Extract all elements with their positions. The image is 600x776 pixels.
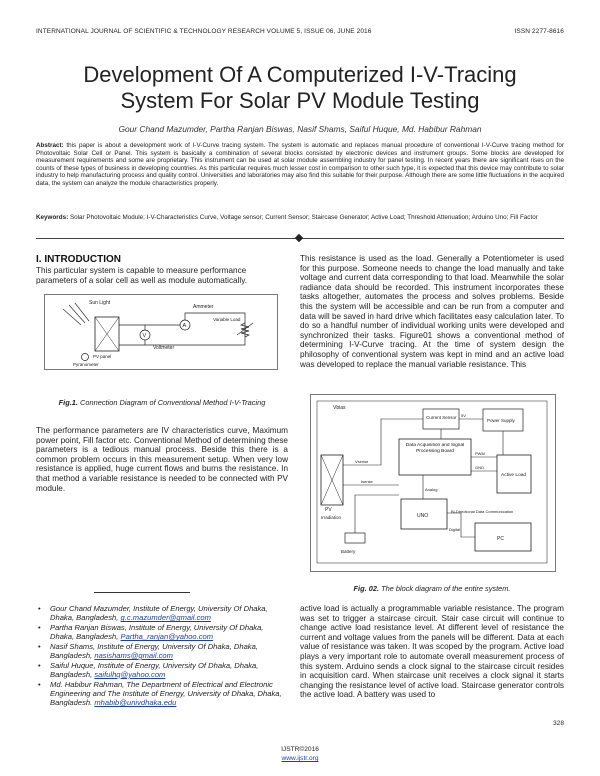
bullet-icon: • <box>38 604 41 613</box>
current-sensor-label: Current Sensor <box>426 415 457 420</box>
footnote-text: Gour Chand Mazumder, Institute of Energy… <box>50 604 268 623</box>
signal-label-4: GND <box>475 465 484 470</box>
title-line-1: Development Of A Computerized I-V-Tracin… <box>83 62 517 87</box>
signal-label-6: Analog <box>425 487 437 492</box>
paper-title: Development Of A Computerized I-V-Tracin… <box>30 62 570 114</box>
footnote-text: Saiful Huque, Institute of Energy, Unive… <box>50 660 259 679</box>
outer-label: Vbias <box>333 405 346 411</box>
keywords-label: Keywords: <box>36 214 69 221</box>
email-link[interactable]: Partha_ranjan@yahoo.com <box>120 632 214 642</box>
footnote-text: Md. Habibur Rahman, The Department of El… <box>50 679 282 708</box>
section-heading: I. INTRODUCTION <box>36 254 121 265</box>
figure-1-caption-label: Fig.1. <box>58 398 78 407</box>
authors-line: Gour Chand Mazumder, Partha Ranjan Biswa… <box>118 124 482 134</box>
figure-1-caption-text: Connection Diagram of Conventional Metho… <box>80 398 266 407</box>
footer-site: www.ijstr.org <box>0 755 600 762</box>
uno-label: UNO <box>417 513 428 519</box>
pv-label: PV <box>325 507 332 513</box>
bullet-icon: • <box>38 641 41 651</box>
sun-light-label: Sun Light <box>89 300 111 306</box>
signal-label-2: Isense <box>361 479 374 484</box>
intro-paragraph: This particular system is capable to mea… <box>36 266 247 285</box>
email-link[interactable]: mhabib@univdhaka.edu <box>94 698 177 708</box>
ammeter-symbol: A <box>183 323 187 329</box>
abstract-text: this paper is about a development work o… <box>36 142 565 187</box>
footnote-item: • Nasif Shams, Institute of Energy, Unive… <box>36 642 288 660</box>
voltmeter-symbol: V <box>143 333 147 339</box>
right-paragraph-2: active load is actually a programmable v… <box>300 604 564 700</box>
bullet-icon: • <box>38 679 41 689</box>
figure-2-caption-label: Fig. 02. <box>353 584 379 593</box>
signal-label-5: 5V <box>461 413 466 418</box>
figure-1-caption: Fig.1. Connection Diagram of Conventiona… <box>36 398 288 407</box>
footnote-text: Nasif Shams, Institute of Energy, Univer… <box>50 641 258 661</box>
email-link[interactable]: g.c.mazumder@gmail.com <box>120 613 211 623</box>
active-load-label: Active Load <box>501 472 526 478</box>
signal-label-7: Digital <box>449 527 460 532</box>
right-paragraph-1: This resistance is used as the load. Gen… <box>300 254 564 369</box>
bullet-icon: • <box>38 622 41 632</box>
author-footnotes: • Gour Chand Mazumder, Institute of Energ… <box>36 604 288 708</box>
page-number: 328 <box>552 720 564 727</box>
signal-label-3: PWM <box>475 451 485 456</box>
title-line-2: System For Solar PV Module Testing <box>120 88 480 113</box>
signal-label-1: Vsense <box>355 459 369 464</box>
abstract-label: Abstract: <box>36 142 64 149</box>
footer-code: IJSTR©2016 <box>281 746 319 753</box>
figure-2-svg: Vbias PV Irradiation Current Sensor Powe… <box>316 400 548 564</box>
email-link[interactable]: saifulhq@yahoo.com <box>94 669 166 679</box>
daq-label: Data Acquisition and Signal Processing B… <box>405 443 465 454</box>
irradiation-label: Irradiation <box>321 515 342 520</box>
pc-label: PC <box>497 536 504 542</box>
ammeter-label: Ammeter <box>193 304 214 310</box>
journal-header: INTERNATIONAL JOURNAL OF SCIENTIFIC & TE… <box>36 28 372 35</box>
variable-load-icon <box>239 322 251 338</box>
abstract: Abstract: this paper is about a developm… <box>36 142 564 188</box>
footnote-item: • Md. Habibur Rahman, The Department of E… <box>36 680 288 708</box>
pyranometer-label: Pyranometer <box>73 362 99 367</box>
footnote-item: • Gour Chand Mazumder, Institute of Energ… <box>36 604 288 622</box>
pv-panel-label: PV panel <box>93 354 111 359</box>
pc-block <box>474 522 532 552</box>
variable-load-label: Variable Load <box>213 317 241 322</box>
daq-block <box>398 438 472 476</box>
left-paragraph-2: The performance parameters are IV charac… <box>36 426 288 493</box>
battery-icon <box>344 532 366 544</box>
link-label: Bi-Directional Data Communication <box>451 509 513 514</box>
issn-header: ISSN 2277-8616 <box>514 28 564 35</box>
figure-2-caption-text: The block diagram of the entire system. <box>381 584 511 593</box>
footnote-item: • Saiful Huque, Institute of Energy, Univ… <box>36 661 288 679</box>
figure-1-diagram: Sun Light PV panel A Ammeter V Voltmeter… <box>44 294 278 370</box>
figure-2-diagram: Vbias PV Irradiation Current Sensor Powe… <box>310 394 556 572</box>
uno-block <box>400 498 448 530</box>
bullet-icon: • <box>38 660 41 670</box>
keywords-text: Solar Photovoltaic Module; I-V-Character… <box>69 214 538 221</box>
ammeter-icon <box>179 319 191 331</box>
keywords: Keywords: Solar Photovoltaic Module; I-V… <box>36 214 564 222</box>
site-link[interactable]: www.ijstr.org <box>281 755 319 762</box>
footnote-text: Partha Ranjan Biswas, Institute of Energ… <box>50 622 264 642</box>
power-supply-label: Power Supply <box>487 418 516 423</box>
sun-rays-icon <box>62 302 90 326</box>
battery-label: Battery <box>341 549 356 554</box>
voltmeter-label: Voltmeter <box>153 345 174 351</box>
active-load-block <box>496 454 532 494</box>
footnote-rule <box>94 592 190 593</box>
voltmeter-icon <box>139 329 151 341</box>
divider-diamond <box>294 233 304 243</box>
email-link[interactable]: nasishams@gmail.com <box>94 651 173 661</box>
figure-1-svg: Sun Light PV panel A Ammeter V Voltmeter… <box>62 300 254 367</box>
pyranometer-icon <box>81 353 89 361</box>
footnote-item: • Partha Ranjan Biswas, Institute of Ener… <box>36 623 288 641</box>
figure-2-caption: Fig. 02. The block diagram of the entire… <box>300 584 564 593</box>
